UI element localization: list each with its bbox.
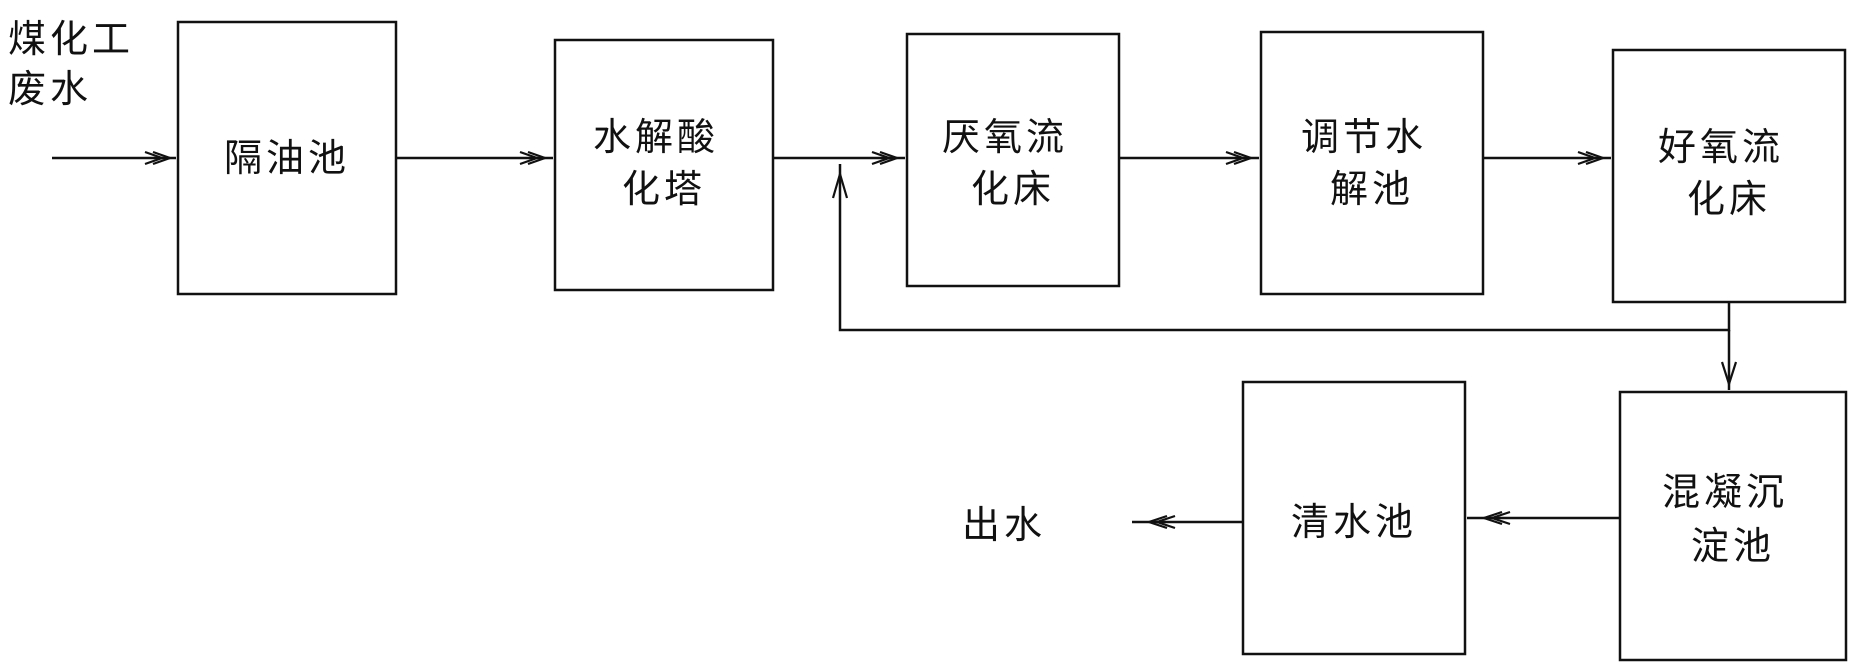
input-label: 煤化工 废水 xyxy=(8,17,150,111)
svg-text:水解酸 化塔: 水解酸 化塔 xyxy=(593,115,735,211)
svg-text:混凝沉 淀池: 混凝沉 淀池 xyxy=(1662,470,1804,568)
hydrolysis-acidification-tower-box: 水解酸 化塔 xyxy=(553,38,775,292)
arrowhead-icon xyxy=(1577,150,1607,166)
input-label-line-2: 废水 xyxy=(8,67,92,111)
svg-text:隔油池: 隔油池 xyxy=(224,136,350,180)
aerobic-fluidized-bed-box: 好氧流 化床 xyxy=(1611,48,1847,304)
regulating-hydrolysis-tank-label-line-2: 解池 xyxy=(1330,167,1414,211)
coagulation-sedimentation-tank-box: 混凝沉 淀池 xyxy=(1618,390,1848,662)
output-label: 出水 xyxy=(962,503,1046,547)
flow-recycle-loop xyxy=(838,164,1731,332)
anaerobic-fluidized-bed-label-line-1: 厌氧流 xyxy=(942,115,1068,159)
arrowhead-icon xyxy=(871,150,901,166)
input-label-line-1: 煤化工 xyxy=(8,17,134,61)
output-label-text: 出水 xyxy=(962,503,1046,547)
svg-text:厌氧流 化床: 厌氧流 化床 xyxy=(942,115,1084,211)
arrowhead-icon xyxy=(831,170,849,199)
hydrolysis-acidification-tower-label-line-1: 水解酸 xyxy=(593,115,719,159)
coagulation-sedimentation-tank-label-line-1: 混凝沉 xyxy=(1662,470,1788,514)
arrowhead-icon xyxy=(1720,361,1738,388)
hydrolysis-acidification-tower-label-line-2: 化塔 xyxy=(622,167,706,211)
regulating-hydrolysis-tank-label-line-1: 调节水 xyxy=(1301,115,1427,159)
aerobic-fluidized-bed-label-line-1: 好氧流 xyxy=(1658,125,1784,169)
regulating-hydrolysis-tank-box: 调节水 解池 xyxy=(1259,30,1485,296)
arrowhead-icon xyxy=(144,150,174,166)
aerobic-fluidized-bed-label-line-2: 化床 xyxy=(1687,177,1771,221)
clear-water-tank-label: 清水池 xyxy=(1291,500,1417,544)
arrowhead-icon xyxy=(1145,514,1176,530)
svg-text:好氧流 化床: 好氧流 化床 xyxy=(1658,125,1800,221)
clear-water-tank-box: 清水池 xyxy=(1241,380,1467,656)
arrowhead-icon xyxy=(1225,150,1255,166)
svg-text:调节水 解池: 调节水 解池 xyxy=(1301,115,1443,211)
anaerobic-fluidized-bed-label-line-2: 化床 xyxy=(971,167,1055,211)
svg-text:清水池: 清水池 xyxy=(1291,500,1417,544)
anaerobic-fluidized-bed-box: 厌氧流 化床 xyxy=(905,32,1121,288)
arrowhead-icon xyxy=(519,150,549,166)
oil-separator-box: 隔油池 xyxy=(176,20,398,296)
coagulation-sedimentation-tank-label-line-2: 淀池 xyxy=(1691,524,1775,568)
arrowhead-icon xyxy=(1480,510,1511,526)
oil-separator-label: 隔油池 xyxy=(224,136,350,180)
